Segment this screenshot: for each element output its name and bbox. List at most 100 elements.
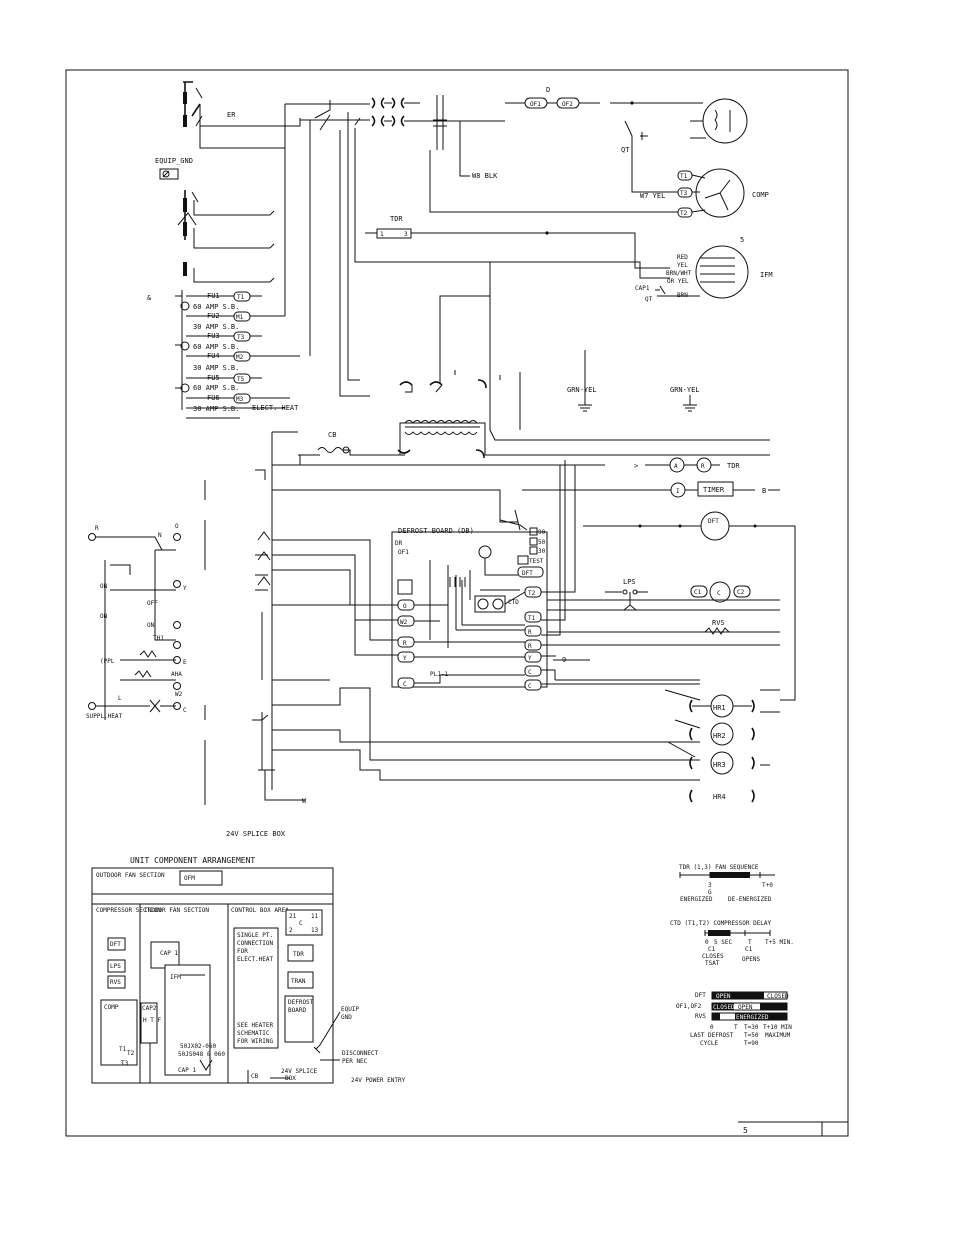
svg-text:TIMER: TIMER — [703, 486, 725, 494]
svg-text:OUTDOOR FAN SECTION: OUTDOOR FAN SECTION — [96, 872, 165, 879]
svg-text:DFT: DFT — [708, 518, 719, 525]
svg-text:0: 0 — [710, 1024, 714, 1031]
svg-text:CLOSES: CLOSES — [702, 953, 724, 960]
svg-text:PER NEC: PER NEC — [342, 1058, 368, 1065]
svg-text:DFT: DFT — [522, 570, 533, 577]
svg-text:T1: T1 — [680, 173, 688, 180]
svg-text:5 SEC: 5 SEC — [714, 939, 732, 946]
svg-text:Y: Y — [183, 585, 187, 592]
svg-text:C: C — [717, 590, 721, 597]
svg-text:T3: T3 — [121, 1060, 129, 1067]
fu1-rating: 60 AMP S.B. — [193, 303, 239, 311]
svg-text:T2: T2 — [127, 1050, 135, 1057]
fu1-label: FU1 — [207, 292, 220, 300]
svg-text:C: C — [528, 683, 532, 690]
of2-switch — [556, 97, 580, 109]
svg-text:CAP 1: CAP 1 — [178, 1067, 196, 1074]
svg-text:TEST: TEST — [529, 558, 544, 565]
svg-text:OPEN: OPEN — [738, 1004, 753, 1011]
svg-text:R: R — [528, 629, 532, 636]
svg-text:SINGLE PT.: SINGLE PT. — [237, 932, 273, 939]
svg-text:T3: T3 — [680, 190, 688, 197]
svg-text:CTD (T1,T2) COMPRESSOR DELAY: CTD (T1,T2) COMPRESSOR DELAY — [670, 920, 772, 927]
svg-text:DFT: DFT — [110, 941, 121, 948]
er-label: ER — [227, 111, 236, 119]
svg-text:ON: ON — [147, 622, 155, 629]
svg-text:90: 90 — [538, 529, 546, 536]
svg-text:W2: W2 — [400, 619, 408, 626]
svg-text:COMPRESSOR SECTION: COMPRESSOR SECTION — [96, 907, 161, 914]
svg-text:HR3: HR3 — [713, 761, 726, 769]
svg-text:CAP 1: CAP 1 — [160, 950, 178, 957]
svg-text:TDR (1,3) FAN SEQUENCE: TDR (1,3) FAN SEQUENCE — [679, 864, 759, 871]
fu2-rating: 30 AMP S.B. — [193, 323, 239, 331]
svg-text:YEL: YEL — [677, 262, 688, 269]
svg-text:PLJ-1: PLJ-1 — [430, 671, 448, 678]
compressor: T1 T3 T2 COMP — [677, 168, 769, 218]
svg-text:OFM: OFM — [184, 875, 195, 882]
svg-text:N: N — [158, 532, 162, 539]
defrost-board: DEFROST BOARD (DB) 90 50 30 TEST DFT T2 … — [391, 509, 548, 691]
svg-text:OF1: OF1 — [398, 549, 409, 556]
grn-yel-2: GRN-YEL — [670, 386, 700, 394]
svg-text:AHA: AHA — [171, 671, 182, 678]
svg-text:T: T — [748, 939, 752, 946]
svg-text:T2: T2 — [680, 210, 688, 217]
svg-text:ON: ON — [100, 583, 108, 590]
svg-text:OPENS: OPENS — [742, 956, 760, 963]
ofm-motor — [702, 98, 748, 144]
svg-text:DEFROST: DEFROST — [288, 999, 314, 1006]
svg-text:COMP: COMP — [104, 1004, 119, 1011]
thermostat: R N O Y ON OFF ON ON TH1 (PPL E AHA W2 S… — [86, 480, 206, 805]
svg-text:A: A — [674, 463, 678, 470]
svg-text:T: T — [734, 1024, 738, 1031]
fu3-rating: 60 AMP S.B. — [193, 343, 239, 351]
svg-text:T1: T1 — [119, 1046, 127, 1053]
qt-label: QT — [621, 146, 630, 154]
num-5: 5 — [740, 236, 744, 244]
svg-text:T3: T3 — [237, 334, 245, 341]
svg-text:OF1,OF2: OF1,OF2 — [676, 1003, 702, 1010]
svg-text:OFF: OFF — [147, 600, 158, 607]
tdr-arrow: > — [634, 462, 638, 470]
svg-text:FOR WIRING: FOR WIRING — [237, 1038, 274, 1045]
c2-label: C2 — [737, 589, 745, 596]
svg-text:TDR: TDR — [293, 951, 304, 958]
svg-text:O: O — [403, 603, 407, 610]
svg-text:24V POWER ENTRY: 24V POWER ENTRY — [351, 1077, 406, 1084]
svg-text:C: C — [299, 920, 303, 927]
svg-text:M3: M3 — [236, 396, 244, 403]
w-label: W — [302, 797, 307, 805]
c1-label: C1 — [694, 589, 702, 596]
svg-text:DISCONNECT: DISCONNECT — [342, 1050, 379, 1057]
c-coil — [709, 581, 731, 603]
svg-text:1: 1 — [380, 231, 384, 238]
equip-gnd-label: EQUIP_GND — [155, 157, 193, 165]
cap1-label: CAP1 — [635, 285, 650, 292]
svg-text:R: R — [701, 463, 705, 470]
svg-text:W2: W2 — [175, 691, 183, 698]
of1-switch — [524, 97, 548, 109]
svg-text:Y: Y — [528, 655, 532, 662]
svg-text:COMP: COMP — [752, 191, 769, 199]
svg-text:R: R — [95, 525, 99, 532]
timer — [697, 481, 734, 497]
svg-text:C1: C1 — [745, 946, 753, 953]
defrost-timing: DFT OF1,OF2 RVS OPEN CLOSED CLOSED OPEN … — [676, 991, 792, 1047]
svg-text:IFM: IFM — [760, 271, 773, 279]
svg-text:T1: T1 — [528, 615, 536, 622]
svg-text:ELECT.HEAT: ELECT.HEAT — [237, 956, 274, 963]
svg-text:CLOSED: CLOSED — [767, 993, 789, 1000]
page-number: 5 — [743, 1126, 748, 1135]
svg-text:50JX02-060: 50JX02-060 — [180, 1043, 217, 1050]
amp-char: & — [147, 294, 152, 302]
svg-text:SEE HEATER: SEE HEATER — [237, 1022, 274, 1029]
svg-text:BOARD: BOARD — [288, 1007, 306, 1014]
ifm-motor: RED YEL BRN/WHT OR YEL BRN IFM — [666, 245, 773, 299]
svg-text:50JS048 & 060: 50JS048 & 060 — [178, 1051, 225, 1058]
svg-text:SUPPL.HEAT: SUPPL.HEAT — [86, 713, 123, 720]
svg-text:DFT: DFT — [695, 992, 706, 999]
svg-text:LAST DEFROST: LAST DEFROST — [690, 1032, 734, 1039]
svg-text:DE-ENERGIZED: DE-ENERGIZED — [728, 896, 772, 903]
svg-text:IFM: IFM — [170, 974, 181, 981]
